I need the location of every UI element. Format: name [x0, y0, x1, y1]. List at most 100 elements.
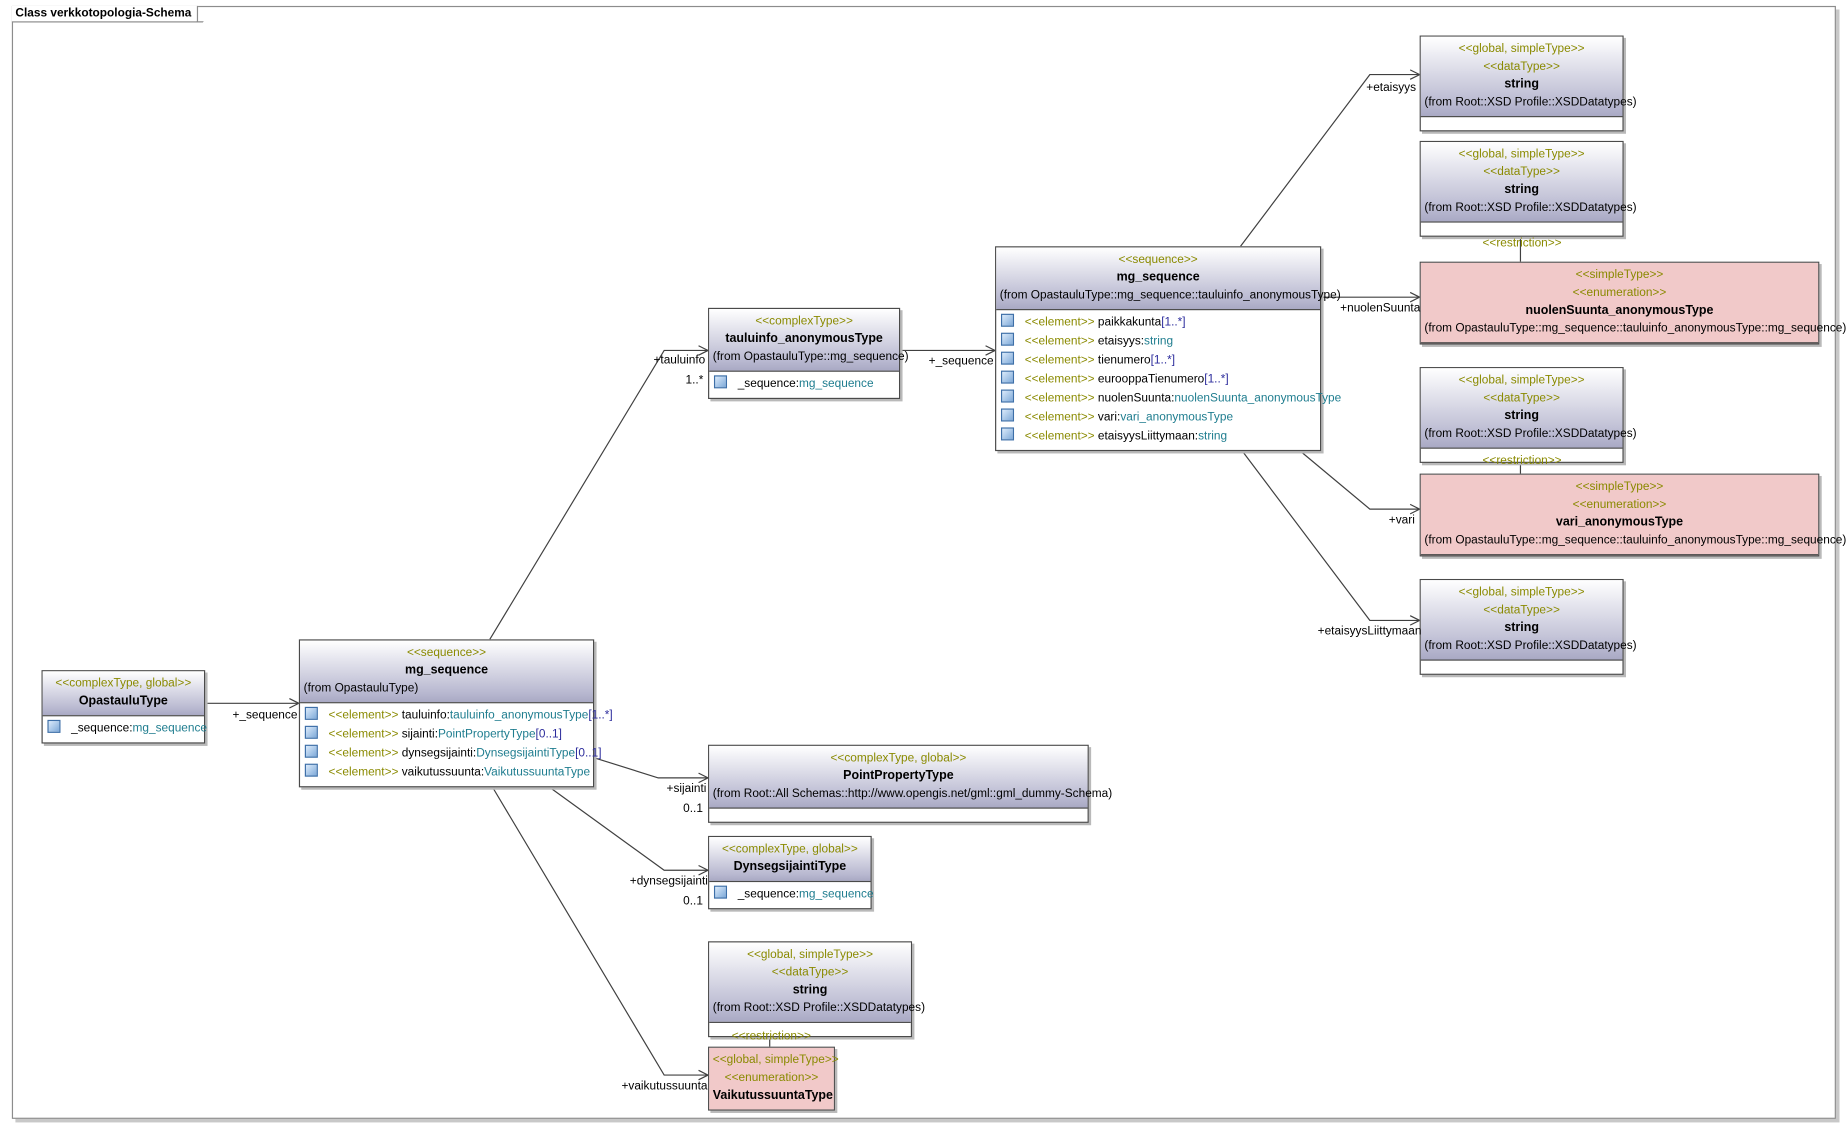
attribute-icon	[304, 725, 318, 739]
label-tauluinfo-multiplicity: 1..*	[685, 374, 704, 388]
from-path: (from OpastauluType)	[303, 681, 419, 696]
label-nuolensuunta: +nuolenSuunta	[1340, 301, 1421, 315]
attribute-row: <<element>> eurooppaTienumero[1..*]	[1000, 370, 1315, 390]
attribute-icon	[713, 375, 728, 389]
from-path: (from Root::XSD Profile::XSDDatatypes)	[1424, 427, 1637, 441]
assoc-etaisyys	[1240, 74, 1420, 247]
assoc-vaikutussuunta	[489, 782, 709, 1076]
class-name: string	[1504, 408, 1539, 423]
class-vari-anonymoustype[interactable]: <<simpleType>> <<enumeration>> vari_anon…	[1419, 473, 1846, 557]
attribute-icon	[1000, 332, 1015, 346]
class-name: string	[1504, 620, 1539, 635]
class-header: <<complexType, global>> PointPropertyTyp…	[709, 745, 1113, 809]
from-path: (from Root::XSD Profile::XSDDatatypes)	[1424, 639, 1637, 653]
stereotype: <<global, simpleType>>	[1458, 586, 1585, 600]
stereotype: <<simpleType>>	[1575, 268, 1664, 282]
from-path: (from OpastauluType::mg_sequence::taului…	[1424, 533, 1846, 548]
stereotype: <<dataType>>	[771, 966, 849, 980]
arrow-head	[289, 698, 301, 709]
attribute-icon	[304, 763, 318, 777]
from-path: (from Root::All Schemas::http://www.open…	[712, 787, 1113, 801]
label-sijainti: +sijainti	[666, 782, 707, 796]
class-header: <<complexType>> tauluinfo_anonymousType …	[709, 309, 909, 372]
attribute-icon	[1000, 370, 1015, 384]
label-restriction: <<restriction>>	[1482, 454, 1562, 468]
class-mg-sequence-main[interactable]: <<sequence>> mg_sequence (from Opastaulu…	[298, 639, 613, 788]
class-header: <<global, simpleType>> <<dataType>> stri…	[1420, 142, 1637, 223]
attribute-row: _sequence:mg_sequence	[713, 375, 894, 394]
label-sequence: +_sequence	[232, 709, 298, 723]
label-vari: +vari	[1388, 513, 1415, 527]
from-path: (from OpastauluType::mg_sequence)	[712, 350, 909, 364]
stereotype: <<dataType>>	[1483, 165, 1560, 179]
stereotype: <<dataType>>	[1483, 60, 1560, 74]
assoc-vari	[1297, 448, 1420, 510]
stereotype: <<dataType>>	[1483, 603, 1560, 617]
class-tauluinfo-anonymoustype[interactable]: <<complexType>> tauluinfo_anonymousType …	[708, 307, 909, 400]
label-restriction: <<restriction>>	[731, 1030, 811, 1044]
class-string-etaisyys[interactable]: <<global, simpleType>> <<dataType>> stri…	[1419, 35, 1637, 132]
attribute-icon	[1000, 351, 1015, 365]
frame-title: Class verkkotopologia-Schema	[11, 5, 199, 23]
attribute-icon	[47, 719, 61, 733]
from-path: (from OpastauluType::mg_sequence::taului…	[1424, 322, 1846, 336]
class-dynsegsijaintitype[interactable]: <<complexType, global>> DynsegsijaintiTy…	[708, 835, 874, 910]
stereotype: <<dataType>>	[1483, 391, 1560, 405]
class-string-vaikutus-base[interactable]: <<global, simpleType>> <<dataType>> stri…	[708, 941, 926, 1038]
class-header: <<global, simpleType>> <<dataType>> stri…	[1420, 580, 1637, 661]
class-header: <<complexType, global>> DynsegsijaintiTy…	[709, 837, 871, 883]
class-header: <<sequence>> mg_sequence (from Opastaulu…	[996, 247, 1341, 311]
attribute-row: <<element>> nuolenSuunta:nuolenSuunta_an…	[1000, 389, 1341, 409]
class-name: DynsegsijaintiType	[733, 859, 847, 874]
stereotype: <<complexType>>	[755, 314, 853, 328]
attribute-row: <<element>> tauluinfo:tauluinfo_anonymou…	[304, 706, 613, 726]
label-etaisyys: +etaisyys	[1366, 81, 1417, 95]
class-header: <<global, simpleType>> <<enumeration>> V…	[709, 1047, 839, 1110]
class-header: <<simpleType>> <<enumeration>> nuolenSuu…	[1420, 262, 1846, 344]
attribute-row: <<element>> dynsegsijainti:Dynsegsijaint…	[304, 744, 602, 764]
stereotype: <<global, simpleType>>	[1458, 374, 1585, 388]
class-name: nuolenSuunta_anonymousType	[1525, 303, 1714, 318]
stereotype: <<enumeration>>	[724, 1071, 819, 1085]
attribute-row: <<element>> vaikutussuunta:Vaikutussuunt…	[304, 763, 590, 783]
stereotype: <<sequence>>	[1118, 253, 1198, 267]
assoc-sijainti	[594, 757, 709, 779]
from-path: (from Root::XSD Profile::XSDDatatypes)	[1424, 95, 1637, 109]
stereotype: <<complexType, global>>	[55, 677, 192, 691]
attribute-icon	[304, 744, 318, 758]
label-dynsegsijainti-multiplicity: 0..1	[683, 895, 703, 909]
class-header: <<global, simpleType>> <<dataType>> stri…	[709, 942, 926, 1023]
attribute-icon	[713, 885, 728, 899]
assoc-tauluinfo	[489, 349, 709, 640]
stereotype: <<enumeration>>	[1572, 498, 1667, 512]
label-restriction: <<restriction>>	[1482, 236, 1562, 250]
label-vaikutussuunta: +vaikutussuunta	[621, 1079, 708, 1093]
class-name: vari_anonymousType	[1555, 515, 1684, 530]
class-string-nuolen-base[interactable]: <<global, simpleType>> <<dataType>> stri…	[1419, 140, 1637, 237]
class-header: <<global, simpleType>> <<dataType>> stri…	[1420, 368, 1637, 449]
class-name: mg_sequence	[405, 663, 489, 678]
class-name: OpastauluType	[78, 693, 168, 709]
attribute-row: <<element>> vari:vari_anonymousType	[1000, 408, 1315, 427]
stereotype: <<global, simpleType>>	[747, 948, 874, 962]
from-path: (from OpastauluType::mg_sequence::taului…	[999, 288, 1341, 302]
stereotype: <<complexType, global>>	[721, 843, 858, 857]
class-name: VaikutussuuntaType	[712, 1088, 833, 1103]
from-path: (from Root::XSD Profile::XSDDatatypes)	[712, 1001, 926, 1015]
label-sijainti-multiplicity: 0..1	[683, 802, 703, 816]
label-sequence-2: +_sequence	[928, 355, 994, 369]
class-vaikutussuuntatype[interactable]: <<global, simpleType>> <<enumeration>> V…	[708, 1046, 839, 1111]
from-path: (from Root::XSD Profile::XSDDatatypes)	[1424, 201, 1637, 215]
class-mg-sequence-tauluinfo[interactable]: <<sequence>> mg_sequence (from Opastaulu…	[995, 246, 1341, 452]
class-opastaulutype[interactable]: <<complexType, global>> OpastauluType _s…	[41, 670, 207, 744]
class-string-etaisyysliittymaan[interactable]: <<global, simpleType>> <<dataType>> stri…	[1419, 578, 1637, 675]
stereotype: <<global, simpleType>>	[712, 1053, 839, 1067]
label-dynsegsijainti: +dynsegsijainti	[629, 874, 708, 888]
class-nuolensuunta-anonymoustype[interactable]: <<simpleType>> <<enumeration>> nuolenSuu…	[1419, 261, 1846, 345]
class-pointpropertytype[interactable]: <<complexType, global>> PointPropertyTyp…	[708, 744, 1113, 823]
attribute-row: _sequence:mg_sequence	[713, 885, 874, 905]
class-string-vari-base[interactable]: <<global, simpleType>> <<dataType>> stri…	[1419, 367, 1637, 463]
stereotype: <<enumeration>>	[1572, 286, 1667, 300]
attribute-row: <<element>> paikkakunta[1..*]	[1000, 313, 1315, 333]
